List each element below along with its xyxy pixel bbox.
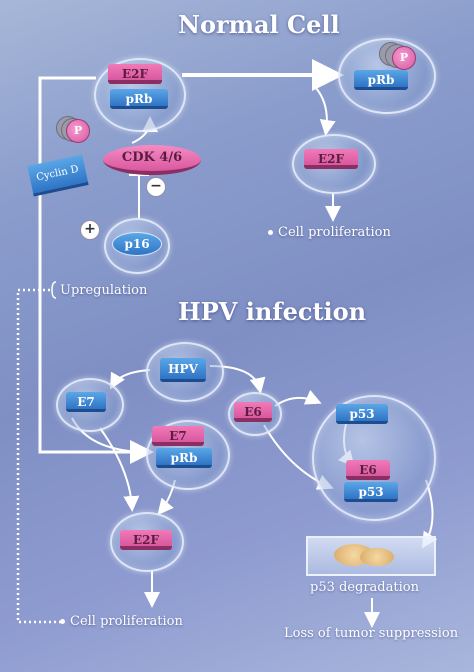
e7-to-e2f-arrow <box>99 427 140 512</box>
phosphate-icon: P <box>392 46 416 70</box>
e2f-box: E2F <box>108 64 162 84</box>
prb-to-e2f-arrow <box>315 87 336 136</box>
e6-box: E6 <box>234 402 272 422</box>
upregulation-label: Upregulation <box>60 283 148 298</box>
loss-of-tumor-suppression-label: Loss of tumor suppression <box>284 626 459 641</box>
phosphate-icon: P <box>66 119 90 143</box>
hpv-box: HPV <box>160 358 206 382</box>
p53-bound-box: p53 <box>344 482 398 502</box>
prb-bound-box: pRb <box>156 448 212 468</box>
bullet-icon <box>60 619 65 624</box>
prb-phosphorylated-box: pRb <box>354 70 408 90</box>
e6-bound-box: E6 <box>346 460 390 480</box>
normal-cell-title: Normal Cell <box>178 10 340 39</box>
e2f-free-box: E2F <box>304 149 358 169</box>
bullet-icon <box>268 230 273 235</box>
p53-degradation-label: p53 degradation <box>310 580 419 595</box>
e7-bound-box: E7 <box>152 426 204 446</box>
cell-proliferation-text: Cell proliferation <box>278 225 391 240</box>
prb-box: pRb <box>110 89 168 109</box>
hpv-to-e7-arrow <box>110 369 151 390</box>
upregulation-bracket <box>51 281 57 299</box>
minus-sign-icon: − <box>146 177 166 197</box>
degradation-dish <box>306 536 436 576</box>
cell-proliferation-bottom-text: Cell proliferation <box>70 614 183 629</box>
e7-box: E7 <box>66 392 106 412</box>
e6-to-p53-arrow <box>274 389 322 407</box>
p16-ellipse: p16 <box>112 232 162 256</box>
cell-proliferation-label-top: Cell proliferation <box>268 225 391 240</box>
e2f-bottom-box: E2F <box>120 530 172 550</box>
p53-box: p53 <box>336 404 388 424</box>
upregulation-dotted-line <box>16 288 62 624</box>
left-bracket-arrow <box>38 76 154 464</box>
cdk46-ellipse: CDK 4/6 <box>103 145 201 175</box>
hpv-infection-title: HPV infection <box>178 297 367 326</box>
plus-sign-icon: + <box>80 220 100 240</box>
hpv-circle <box>146 342 224 402</box>
cell-proliferation-label-bottom: Cell proliferation <box>60 614 183 629</box>
degraded-protein-blob <box>360 548 394 566</box>
